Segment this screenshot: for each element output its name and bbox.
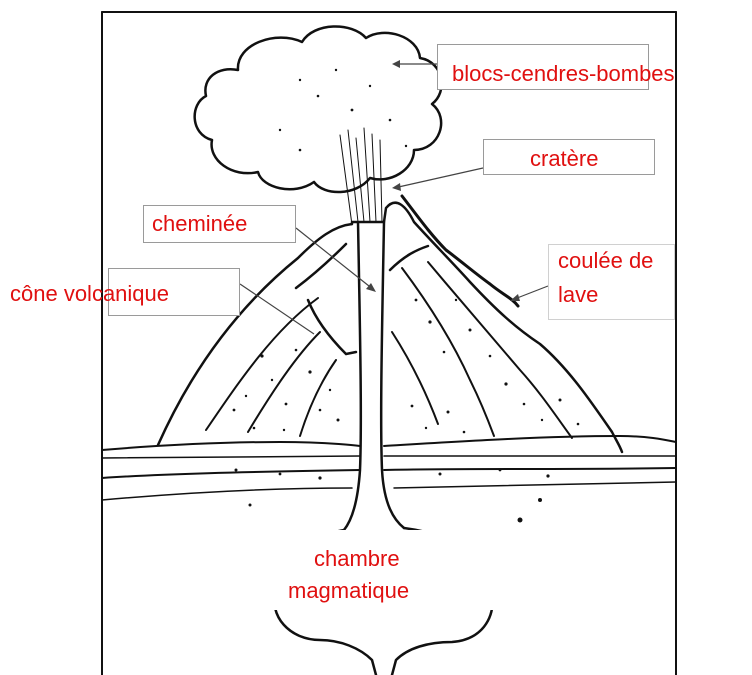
label-cone-volcanique: cône volcanique [10, 281, 170, 306]
label-box-chambre [270, 530, 498, 610]
label-box-cratere [483, 139, 655, 175]
label-blocs-cendres-bombes: blocs-cendres-bombes [452, 61, 675, 86]
label-chambre: chambre [314, 546, 400, 571]
label-cratere: cratère [530, 146, 599, 171]
label-magmatique: magmatique [288, 578, 410, 603]
label-coulee-de: coulée de [558, 248, 654, 273]
label-box-blocs [437, 44, 649, 90]
strata-right-1 [401, 267, 495, 437]
ground-line-1 [101, 435, 677, 451]
label-box-cheminee [143, 205, 296, 243]
arrowhead-coulee [510, 294, 520, 301]
eruption-cloud [193, 25, 443, 194]
arrowhead-cratere [392, 183, 401, 191]
leader-cratere [393, 167, 484, 189]
inner-cone-right [388, 244, 430, 272]
arrowhead-blocs [392, 60, 400, 68]
strata-right-3 [391, 331, 439, 425]
eruption-column [339, 127, 383, 226]
strata-left-1 [205, 297, 319, 431]
ground-line-3 [101, 467, 677, 479]
leader-cone [239, 283, 315, 335]
conduit-right [379, 220, 406, 530]
strata-left-3 [299, 359, 337, 437]
ground-line-4 [101, 481, 677, 501]
lava-flow-edge [400, 194, 520, 308]
strata-left-2 [247, 331, 321, 433]
label-box-cone [108, 268, 240, 316]
label-cheminee: cheminée [152, 211, 248, 236]
volcano-outline [156, 201, 624, 454]
inner-cone-left [294, 242, 358, 356]
label-lave: lave [558, 282, 599, 307]
arrowhead-cheminee [366, 283, 376, 292]
ground-line-2 [101, 455, 677, 459]
strata-right-2 [427, 261, 573, 439]
leader-cheminee [295, 227, 375, 291]
conduit-left [342, 220, 363, 532]
label-box-coulee [548, 244, 675, 320]
